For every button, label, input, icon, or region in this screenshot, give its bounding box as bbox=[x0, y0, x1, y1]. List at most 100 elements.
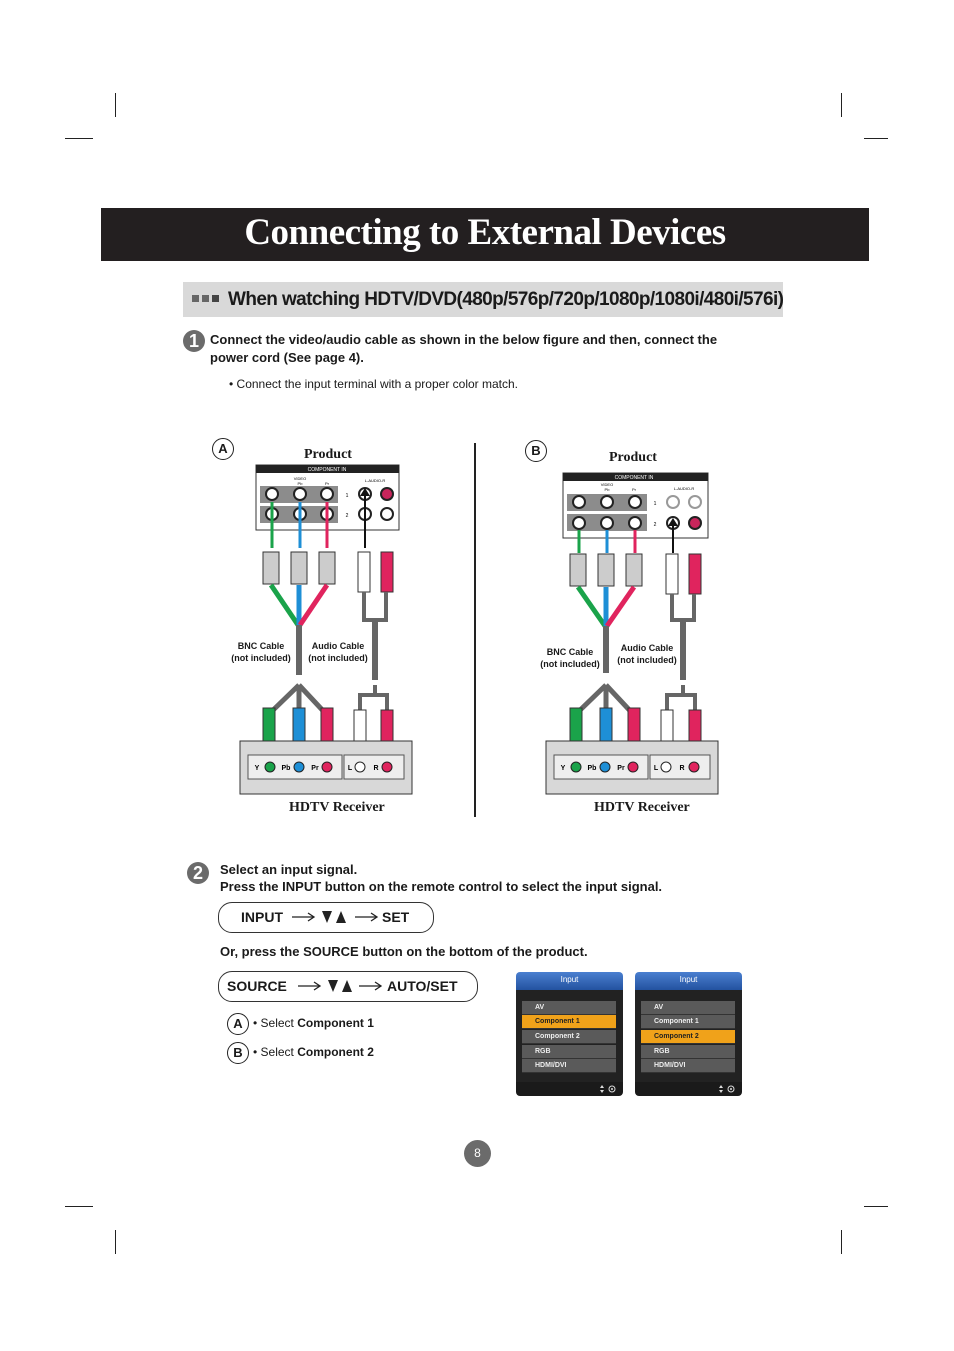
input-flow-box: INPUT SET bbox=[218, 902, 434, 933]
red-plug-top bbox=[688, 553, 702, 595]
menu-item-rgb[interactable]: RGB bbox=[641, 1045, 735, 1059]
panel-pr-label: Pr bbox=[632, 487, 637, 492]
crop-mark bbox=[841, 1230, 842, 1254]
audio-split-bottom bbox=[665, 685, 697, 715]
crop-mark bbox=[115, 93, 116, 117]
panel-video-label: VIDEO bbox=[601, 482, 613, 487]
arrow-head-icon bbox=[360, 488, 370, 496]
receiver-jack-y bbox=[570, 761, 582, 773]
jack-pb1 bbox=[600, 495, 614, 509]
green-cable bbox=[575, 585, 608, 628]
receiver-jack-l bbox=[660, 761, 672, 773]
arrow-right-icon bbox=[359, 981, 383, 991]
square-bullet-icon bbox=[192, 295, 199, 302]
receiver-jack-r bbox=[688, 761, 700, 773]
receiver-jack-r bbox=[381, 761, 393, 773]
crop-mark bbox=[115, 1230, 116, 1254]
red-cable bbox=[297, 583, 330, 627]
diagram-a-product-label: Product bbox=[304, 447, 352, 462]
receiver-audio-panel bbox=[649, 754, 711, 780]
panel-pb-label: Pb bbox=[605, 487, 611, 492]
section-heading-bar: When watching HDTV/DVD(480p/576p/720p/10… bbox=[183, 282, 784, 317]
jack-r1 bbox=[380, 487, 394, 501]
receiver-pr-label: Pr bbox=[311, 765, 319, 772]
receiver-r-label: R bbox=[373, 765, 378, 772]
select-a-prefix: • Select bbox=[253, 1016, 298, 1030]
menu-item-hdmi-dvi[interactable]: HDMI/DVI bbox=[641, 1059, 735, 1073]
audio-cable-top bbox=[362, 592, 388, 622]
receiver-jack-pb bbox=[293, 761, 305, 773]
step-2-text-line2: Press the INPUT button on the remote con… bbox=[220, 879, 663, 894]
step-1-bullet: • Connect the input terminal with a prop… bbox=[229, 377, 519, 391]
crop-mark bbox=[864, 1206, 888, 1207]
up-down-triangle-icon bbox=[328, 980, 352, 992]
menu-item-component-2[interactable]: Component 2 bbox=[641, 1030, 735, 1044]
audio-label-line1: Audio Cable bbox=[311, 641, 365, 651]
step-1-text-line2: power cord (See page 4). bbox=[210, 350, 364, 365]
diagram-b-audio-label: Audio Cable (not included) bbox=[612, 642, 682, 666]
menu-item-component-1[interactable]: Component 1 bbox=[522, 1015, 616, 1029]
bnc-label-line2: (not included) bbox=[540, 659, 600, 669]
step-2-badge: 2 bbox=[187, 862, 209, 884]
receiver-jack-l bbox=[354, 761, 366, 773]
row-2-label: 2 bbox=[346, 513, 349, 519]
select-b-item: Component 2 bbox=[297, 1045, 374, 1059]
step-1-badge: 1 bbox=[183, 330, 205, 352]
menu-body: AV Component 1 Component 2 RGB HDMI/DVI bbox=[516, 990, 623, 1082]
set-label: SET bbox=[382, 909, 410, 925]
receiver-l-label: L bbox=[348, 765, 353, 772]
audio-label-line2: (not included) bbox=[308, 653, 368, 663]
receiver-y-label: Y bbox=[255, 765, 260, 772]
jack-r2 bbox=[688, 516, 702, 530]
arrow-right-icon bbox=[292, 912, 316, 922]
arrow-right-icon bbox=[298, 981, 322, 991]
receiver-pr-label: Pr bbox=[617, 765, 625, 772]
crop-mark bbox=[65, 1206, 93, 1207]
jack-pr1 bbox=[628, 495, 642, 509]
step-2-text-line1: Select an input signal. bbox=[220, 862, 358, 877]
red-cable bbox=[604, 585, 637, 628]
receiver-jack-pr bbox=[627, 761, 639, 773]
or-source-text: Or, press the SOURCE button on the botto… bbox=[220, 944, 588, 959]
menu-item-hdmi-dvi[interactable]: HDMI/DVI bbox=[522, 1059, 616, 1073]
menu-item-component-2[interactable]: Component 2 bbox=[522, 1030, 616, 1044]
diagram-a-audio-label: Audio Cable (not included) bbox=[303, 640, 373, 664]
section-heading: When watching HDTV/DVD(480p/576p/720p/10… bbox=[228, 289, 784, 310]
bnc-connector-top bbox=[262, 551, 336, 585]
red-plug-top bbox=[380, 551, 394, 593]
input-menu-b: Input AV Component 1 Component 2 RGB HDM… bbox=[635, 972, 742, 1096]
receiver-y-label: Y bbox=[561, 765, 566, 772]
green-cable bbox=[268, 583, 301, 627]
panel-pb-label: Pb bbox=[298, 481, 304, 486]
title-bar: Connecting to External Devices bbox=[101, 208, 869, 261]
menu-body: AV Component 1 Component 2 RGB HDMI/DVI bbox=[635, 990, 742, 1082]
jack-y1 bbox=[572, 495, 586, 509]
panel-audio-label: L-AUDIO-R bbox=[674, 486, 695, 491]
panel-title: COMPONENT IN bbox=[308, 467, 347, 473]
step-1-text-line1: Connect the video/audio cable as shown i… bbox=[210, 332, 718, 347]
menu-item-rgb[interactable]: RGB bbox=[522, 1045, 616, 1059]
diagram-b-product-label: Product bbox=[609, 450, 657, 465]
navigate-updown-icon bbox=[600, 1085, 616, 1093]
select-b-badge: B bbox=[227, 1042, 249, 1064]
jack-pb1 bbox=[293, 487, 307, 501]
receiver-jack-pr bbox=[321, 761, 333, 773]
select-a-text: • Select Component 1 bbox=[253, 1016, 374, 1030]
bnc-connector-top bbox=[569, 553, 643, 587]
auto-set-label: AUTO/SET bbox=[387, 978, 458, 994]
page-number: 8 bbox=[464, 1140, 491, 1167]
panel-header bbox=[256, 465, 399, 473]
menu-item-av[interactable]: AV bbox=[522, 1001, 616, 1015]
receiver-jack-y bbox=[264, 761, 276, 773]
diagram-a-label: A bbox=[212, 438, 234, 460]
crop-mark bbox=[841, 93, 842, 117]
panel-title: COMPONENT IN bbox=[615, 475, 654, 481]
jack-l1 bbox=[666, 495, 680, 509]
row-2-label: 2 bbox=[654, 522, 657, 528]
navigate-updown-icon bbox=[719, 1085, 735, 1093]
menu-title: Input bbox=[635, 972, 742, 992]
audio-label-line1: Audio Cable bbox=[620, 643, 674, 653]
menu-item-component-1[interactable]: Component 1 bbox=[641, 1015, 735, 1029]
panel-header bbox=[563, 473, 708, 481]
menu-item-av[interactable]: AV bbox=[641, 1001, 735, 1015]
